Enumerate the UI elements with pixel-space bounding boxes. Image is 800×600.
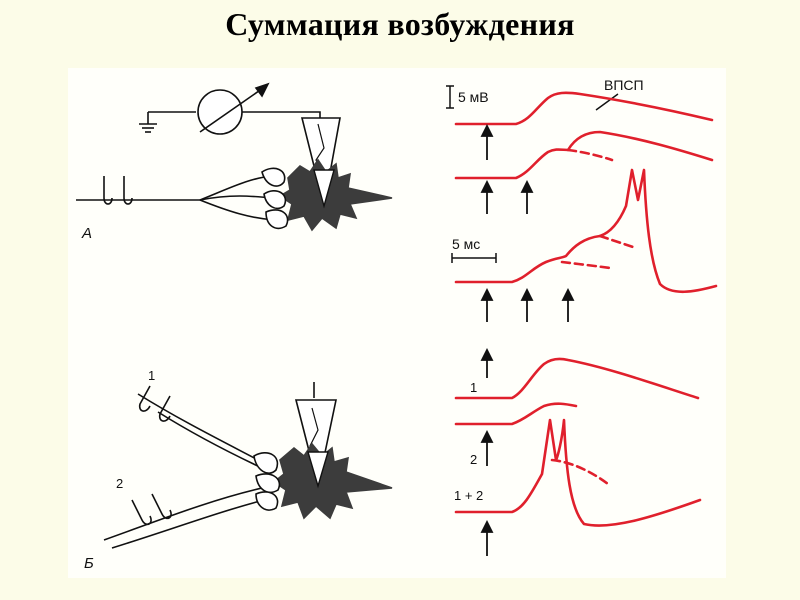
panel-a-label: А bbox=[81, 225, 92, 242]
trace-three-epsps-decay-2 bbox=[598, 234, 638, 250]
stimulating-electrodes-1 bbox=[138, 385, 171, 422]
trace-input-1 bbox=[454, 357, 700, 400]
voltmeter-icon bbox=[197, 82, 270, 135]
stimulus-arrow-icon bbox=[480, 429, 494, 466]
voltage-scale-label: 5 мВ bbox=[458, 89, 489, 105]
trace-sum-spike bbox=[454, 418, 702, 527]
time-scale-label: 5 мс bbox=[452, 236, 480, 252]
trace-two-epsps bbox=[454, 130, 714, 180]
panel-a-setup bbox=[76, 82, 393, 232]
stimulus-arrow-icon bbox=[520, 179, 534, 214]
stimulus-arrow-icon bbox=[480, 347, 494, 378]
figure-panel bbox=[68, 68, 726, 578]
ground-icon bbox=[139, 112, 157, 133]
trace-2-label: 2 bbox=[470, 452, 477, 467]
stimulus-arrow-icon bbox=[480, 123, 494, 160]
neuron-body bbox=[272, 442, 393, 520]
trace-three-epsps-spike bbox=[454, 168, 718, 294]
input-1-label: 1 bbox=[148, 368, 155, 383]
input-2-label: 2 bbox=[116, 476, 123, 491]
trace-1-label: 1 bbox=[470, 380, 477, 395]
stimulus-arrow-icon bbox=[480, 519, 494, 556]
stimulating-electrodes-a bbox=[103, 176, 133, 205]
page-title: Суммация возбуждения bbox=[225, 6, 575, 42]
time-scale-bar bbox=[451, 253, 497, 263]
trace-input-2 bbox=[454, 402, 578, 426]
stimulus-arrow-icon bbox=[480, 179, 494, 214]
stimulus-arrows bbox=[480, 123, 575, 556]
trace-sum-label: 1 + 2 bbox=[454, 488, 483, 503]
panel-b-label: Б bbox=[84, 555, 94, 572]
panel-b-setup bbox=[103, 382, 393, 549]
stimulus-arrow-icon bbox=[561, 287, 575, 322]
stimulus-arrow-icon bbox=[480, 287, 494, 322]
trace-two-epsps-decay bbox=[566, 148, 614, 162]
stimulating-electrodes-2 bbox=[131, 493, 172, 526]
trace-sum-decay bbox=[550, 458, 610, 486]
trace-single-epsp bbox=[454, 91, 714, 126]
epsp-label: ВПСП bbox=[604, 77, 644, 93]
epsp-pointer bbox=[595, 93, 619, 111]
neuron-body bbox=[278, 158, 393, 232]
trace-three-epsps-decay-1 bbox=[560, 260, 612, 270]
voltage-scale-bar bbox=[446, 85, 454, 109]
stimulus-arrow-icon bbox=[520, 287, 534, 322]
